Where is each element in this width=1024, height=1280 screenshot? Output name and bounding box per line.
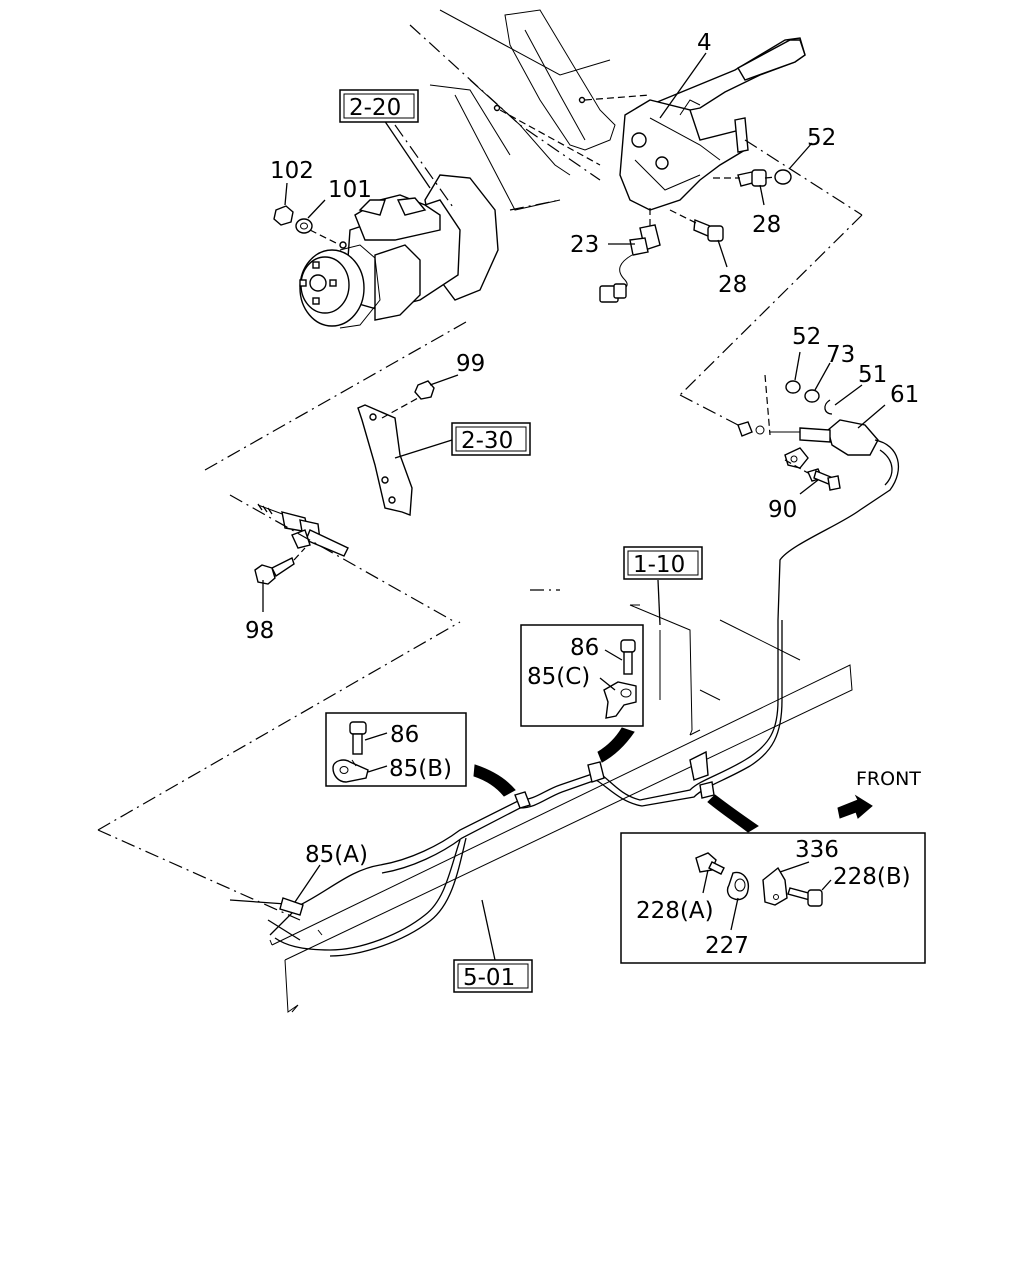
callouts: 4 52 28 28 23 102 101 99 98 52 73 51 61 … — [245, 30, 919, 959]
callout-99: 99 — [456, 351, 485, 377]
bracket-336-installed — [689, 750, 709, 781]
callout-85a: 85(A) — [305, 842, 368, 868]
parking-brake-cable — [229, 620, 783, 957]
ref-box-5-01[interactable]: 5-01 — [453, 959, 533, 993]
callout-28-lower: 28 — [718, 272, 747, 298]
cab-floor-outline — [409, 9, 651, 211]
ref-label-5-01: 5-01 — [463, 965, 515, 991]
ref-box-2-20[interactable]: 2-20 — [339, 89, 419, 123]
cable-equalizer-61 — [737, 419, 899, 621]
washer-101 — [295, 218, 313, 234]
floor-hole — [578, 96, 586, 104]
callout-86-detail-c: 86 — [570, 635, 599, 661]
callout-336: 336 — [795, 837, 839, 863]
detail-arrow-85b — [473, 764, 516, 797]
bolt-86-detail-b — [349, 721, 367, 755]
ref-label-1-10: 1-10 — [633, 552, 685, 578]
callout-86-detail-b: 86 — [390, 722, 419, 748]
callout-98: 98 — [245, 618, 274, 644]
ref-label-2-20: 2-20 — [349, 95, 401, 121]
callout-51: 51 — [858, 362, 887, 388]
callout-102: 102 — [270, 158, 314, 184]
clip-85b-detail — [332, 759, 369, 783]
bolt-28-upper — [737, 169, 767, 187]
callout-28-upper: 28 — [752, 212, 781, 238]
bolt-228b-detail — [787, 887, 823, 907]
clip-85a-installed — [279, 897, 304, 916]
ref-label-2-30: 2-30 — [461, 428, 513, 454]
bolt-98 — [254, 557, 295, 585]
clip-85c-installed — [587, 761, 605, 783]
callout-85b: 85(B) — [389, 756, 452, 782]
callout-61: 61 — [890, 382, 919, 408]
ref-box-1-10[interactable]: 1-10 — [623, 546, 703, 580]
parking-brake-lever — [619, 37, 806, 211]
callout-228a: 228(A) — [636, 898, 714, 924]
washer-52-lower — [785, 380, 801, 394]
bolt-86-detail-c — [620, 639, 636, 675]
callout-228b: 228(B) — [833, 864, 911, 890]
cable-end-fitting — [257, 503, 349, 557]
front-arrow — [837, 794, 873, 819]
washer-52 — [774, 169, 792, 185]
callout-73: 73 — [826, 342, 855, 368]
bracket-2-30 — [357, 404, 413, 516]
callout-52-lower: 52 — [792, 324, 821, 350]
detail-arrow-85c — [597, 727, 635, 763]
callout-227: 227 — [705, 933, 749, 959]
brake-switch-23 — [599, 224, 661, 303]
transmission-assembly — [299, 174, 499, 329]
callout-52-upper: 52 — [807, 125, 836, 151]
callout-101: 101 — [328, 177, 372, 203]
leader-lines — [262, 52, 886, 961]
detail-box-85c — [520, 624, 644, 727]
ref-box-2-30[interactable]: 2-30 — [451, 422, 531, 456]
front-label: FRONT — [856, 768, 921, 790]
clip-85c-detail — [603, 681, 637, 719]
clip-85b-installed — [514, 791, 531, 809]
callout-23: 23 — [570, 232, 599, 258]
bolt-228a-detail — [695, 852, 725, 875]
bolt-28-lower — [693, 219, 724, 242]
callout-4: 4 — [697, 30, 712, 56]
nut-99 — [414, 380, 435, 400]
callout-85c: 85(C) — [527, 664, 590, 690]
washer-73 — [804, 389, 820, 403]
callout-90: 90 — [768, 497, 797, 523]
clip-51 — [824, 399, 833, 415]
detail-arrow-336 — [707, 794, 759, 833]
clip-227-detail — [726, 871, 750, 901]
nut-102 — [273, 205, 294, 226]
bracket-336-detail — [762, 866, 788, 906]
floor-hole — [493, 104, 501, 112]
